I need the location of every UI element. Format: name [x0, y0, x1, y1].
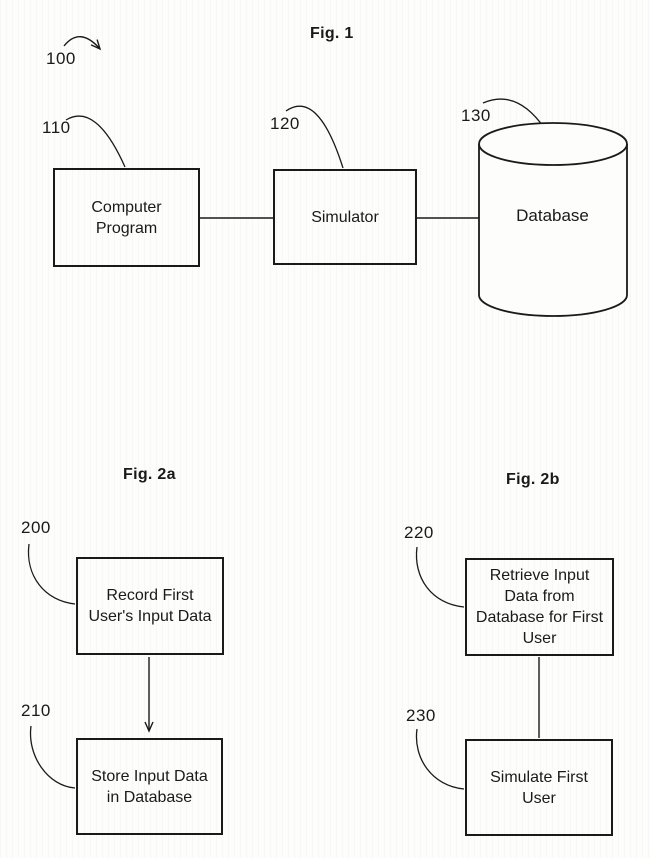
database-cylinder-top: [478, 122, 628, 166]
leader-line-220: [415, 546, 465, 608]
ref-label-200: 200: [21, 518, 51, 537]
box-store-input: Store Input Data in Database: [76, 738, 223, 835]
ref-label-120: 120: [270, 114, 300, 133]
box-computer-program-label: Computer Program: [91, 198, 162, 237]
leader-line-230: [415, 728, 465, 790]
box-record-input: Record First User's Input Data: [76, 557, 224, 655]
database-cylinder-body: [478, 144, 628, 317]
ref-label-220: 220: [404, 523, 434, 542]
ref-label-230: 230: [406, 706, 436, 725]
leader-line-200: [27, 543, 76, 605]
fig2a-title: Fig. 2a: [123, 466, 176, 483]
fig1-title: Fig. 1: [310, 25, 354, 42]
ref-label-210: 210: [21, 701, 51, 720]
ref-label-130: 130: [461, 106, 491, 125]
box-simulator: Simulator: [273, 169, 417, 265]
box-simulator-label: Simulator: [311, 208, 379, 226]
box-retrieve-input: Retrieve Input Data from Database for Fi…: [465, 558, 614, 656]
box-simulate-user: Simulate First User: [465, 739, 613, 836]
box-computer-program: Computer Program: [53, 168, 200, 267]
database-label: Database: [516, 206, 589, 225]
box-retrieve-input-label: Retrieve Input Data from Database for Fi…: [475, 567, 604, 647]
box-store-input-label: Store Input Data in Database: [91, 767, 208, 806]
box-simulate-user-label: Simulate First User: [490, 768, 588, 807]
leader-line-120: [285, 105, 344, 169]
ref-100-arrow-icon: [63, 36, 102, 51]
ref-label-100: 100: [46, 49, 76, 68]
leader-line-110: [65, 115, 126, 168]
ref-label-110: 110: [42, 118, 71, 137]
fig2b-title: Fig. 2b: [506, 471, 560, 488]
box-record-input-label: Record First User's Input Data: [88, 587, 212, 625]
leader-line-210: [29, 725, 76, 789]
